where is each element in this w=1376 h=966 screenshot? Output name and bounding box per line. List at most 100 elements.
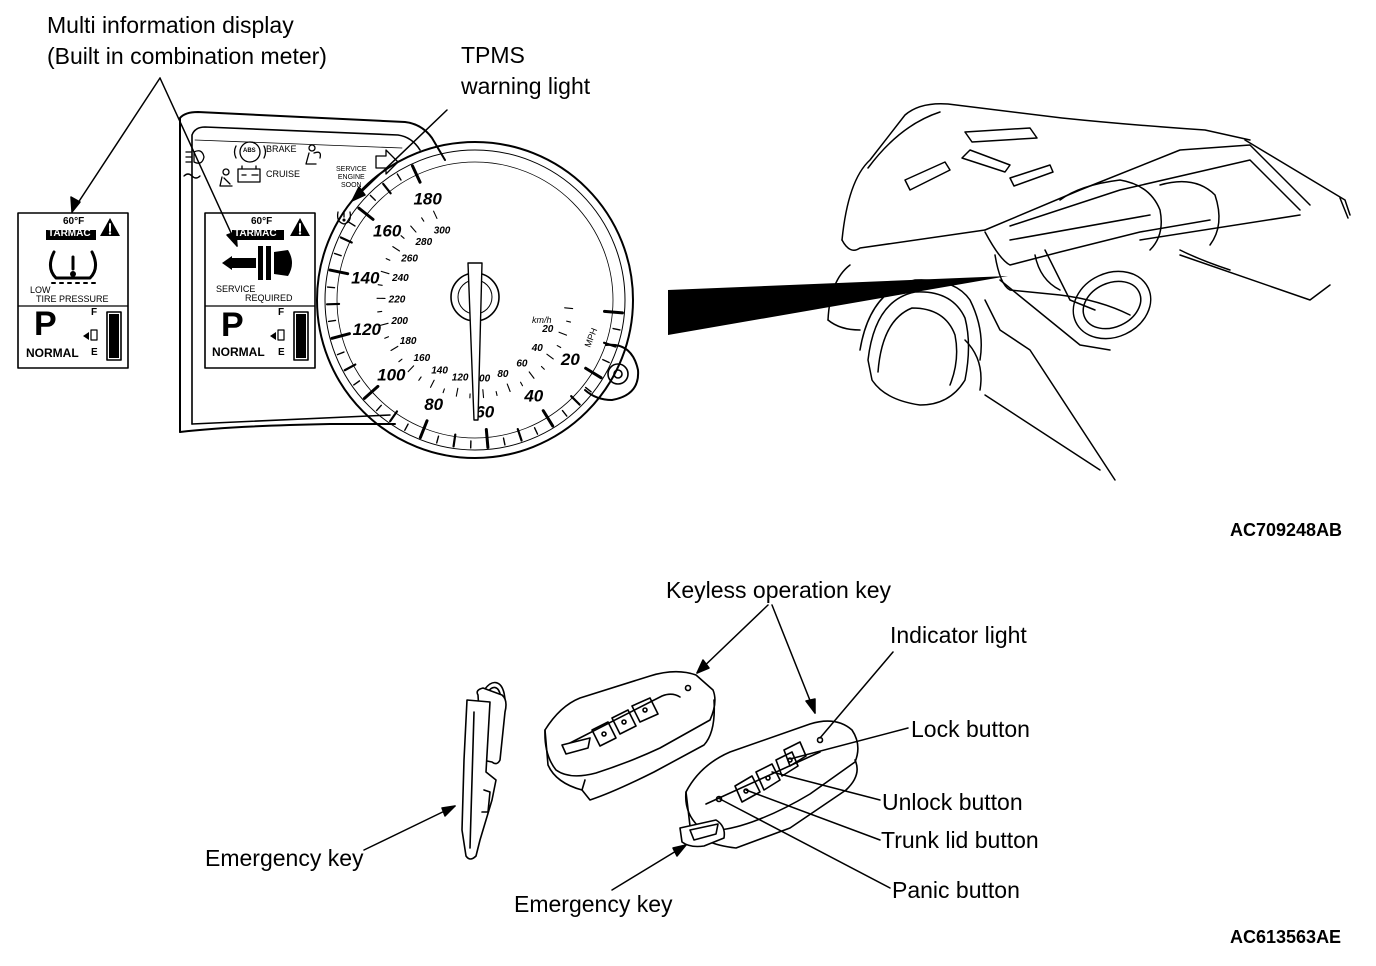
mph-label: 40 (523, 386, 543, 405)
mph-tick (336, 351, 345, 356)
kmh-label: 180 (400, 336, 417, 347)
battery-icon (237, 165, 261, 183)
kmh-scale-labels: 2040608010012014016018020022024026028030… (388, 225, 554, 384)
keyless-key-fob-upper (544, 670, 716, 801)
kmh-tick (380, 270, 390, 275)
kmh-tick (506, 383, 511, 393)
display-road-mode: TARMAC (234, 228, 277, 239)
display-message-line2: REQUIRED (245, 293, 293, 303)
mph-tick (343, 363, 357, 372)
panic-button (734, 775, 761, 803)
callout-unlock-button: Unlock button (882, 789, 1023, 815)
fob-button (591, 721, 617, 747)
kmh-tick (398, 358, 403, 363)
fuel-full-label: F (278, 307, 285, 318)
kmh-label: 160 (413, 353, 430, 364)
mph-label: 80 (424, 395, 443, 414)
kmh-tick (384, 336, 390, 339)
keyless-key-fob-lower (679, 720, 859, 849)
mph-tick (584, 386, 592, 393)
figure2-leader-lines (363, 604, 909, 891)
fog-lamp-icon (183, 150, 205, 179)
kmh-tick (377, 284, 383, 286)
unlock-button-shape (775, 751, 799, 777)
service-wrench-icon (222, 246, 292, 280)
mph-tick (382, 182, 392, 195)
car-interior-illustration (668, 102, 1351, 481)
kmh-tick (421, 217, 425, 222)
mph-tick (484, 428, 490, 449)
mph-tick (418, 419, 429, 440)
figure2-code: AC613563AE (1230, 927, 1342, 947)
fuel-full-label: F (91, 307, 98, 318)
mph-tick (602, 358, 610, 364)
abs-brake-icon (233, 141, 267, 163)
display-drive-mode: NORMAL (212, 345, 265, 359)
mph-tick (404, 423, 409, 431)
service-engine-soon-line3: SOON (340, 182, 362, 189)
cruise-label: CRUISE (266, 169, 301, 179)
display-message-line2: TIRE PRESSURE (36, 294, 109, 304)
callout-panic-button: Panic button (892, 877, 1020, 903)
kmh-tick (442, 388, 445, 394)
kmh-label: 200 (390, 316, 408, 327)
airbag-icon (305, 144, 322, 165)
kmh-tick (558, 331, 568, 336)
mph-tick-marks (325, 164, 624, 449)
mph-tick (612, 327, 621, 331)
view-pointer-wedge (668, 276, 1008, 335)
mph-tick (502, 437, 506, 446)
display-drive-mode: NORMAL (26, 346, 79, 360)
mph-label: 60 (475, 403, 494, 422)
display-temp: 60°F (63, 216, 85, 227)
kmh-label: 280 (414, 237, 432, 248)
mph-tick (327, 319, 337, 323)
mph-label: 180 (413, 189, 442, 208)
callout-tpms-line2: warning light (461, 73, 591, 99)
kmh-tick (546, 353, 554, 360)
mph-tick (570, 395, 581, 406)
trunk-lid-button (755, 763, 781, 791)
kmh-tick (385, 258, 391, 261)
mph-label: 120 (353, 320, 382, 339)
service-engine-soon-line2: ENGINE (337, 174, 365, 181)
mph-tick (362, 384, 380, 400)
display-message-line1: LOW (30, 285, 51, 295)
turn-arrow-icon (375, 149, 399, 175)
multi-info-display-left (17, 212, 129, 369)
mph-label: 140 (351, 268, 380, 287)
speedometer: 20 40 60 80 100 120 140 160 180 20 40 60 80 100 120 14… (316, 141, 634, 459)
kmh-tick (528, 371, 535, 379)
kmh-tick (564, 307, 574, 310)
callout-multi-info-display-line2: (Built in combination meter) (47, 43, 327, 69)
kmh-label: 100 (473, 374, 490, 385)
fob-button (611, 709, 637, 735)
brake-label: BRAKE (266, 144, 297, 154)
kmh-tick (566, 320, 572, 323)
callout-tpms-line1: TPMS (461, 42, 525, 68)
kmh-tick (495, 391, 498, 397)
fuel-pump-icon (90, 329, 98, 341)
kmh-tick-marks (376, 210, 574, 399)
mph-tick (561, 409, 568, 417)
kmh-tick (379, 322, 389, 326)
tire-pressure-icon (49, 250, 97, 280)
mph-tick (369, 194, 376, 201)
mph-label: 20 (560, 350, 580, 369)
kmh-tick (418, 376, 422, 381)
mph-scale-labels: 20 40 60 80 100 120 140 160 180 (351, 189, 580, 421)
kmh-label: 40 (531, 343, 544, 354)
display-temp: 60°F (251, 216, 273, 227)
mph-tick (330, 332, 351, 340)
mph-tick (375, 404, 382, 412)
fuel-empty-label: E (91, 347, 98, 358)
callout-emergency-key-bottom: Emergency key (514, 891, 673, 917)
kmh-tick (520, 381, 524, 387)
mph-tick (396, 173, 402, 181)
kmh-label: 220 (388, 295, 406, 306)
mph-tick (602, 341, 617, 348)
mph-tick (328, 268, 350, 276)
kmh-tick (400, 235, 405, 239)
mph-tick (333, 252, 342, 257)
instrument-cluster (179, 111, 640, 433)
